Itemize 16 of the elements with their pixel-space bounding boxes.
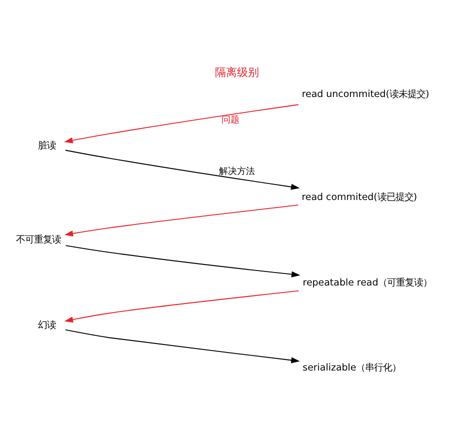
arrow — [64, 204, 299, 236]
node-text: serializable（串行化） — [302, 362, 402, 374]
node-text: 不可重复读 — [16, 234, 61, 246]
arrow — [65, 149, 300, 190]
node-text: repeatable read（可重复读） — [302, 276, 432, 288]
node-text: 幻读 — [38, 319, 56, 330]
edge-label: 解决方法 — [218, 166, 255, 177]
arrow — [64, 290, 300, 322]
node-text: read commited(读已提交) — [302, 191, 418, 202]
node-text: 脏读 — [38, 140, 56, 151]
edge-label: 问题 — [222, 115, 240, 126]
diagram-title: 隔离级别 — [215, 66, 259, 79]
arrow — [65, 244, 300, 277]
arrow — [65, 328, 300, 363]
arrow — [64, 104, 299, 143]
node-text: read uncommited(读未提交) — [302, 88, 430, 100]
